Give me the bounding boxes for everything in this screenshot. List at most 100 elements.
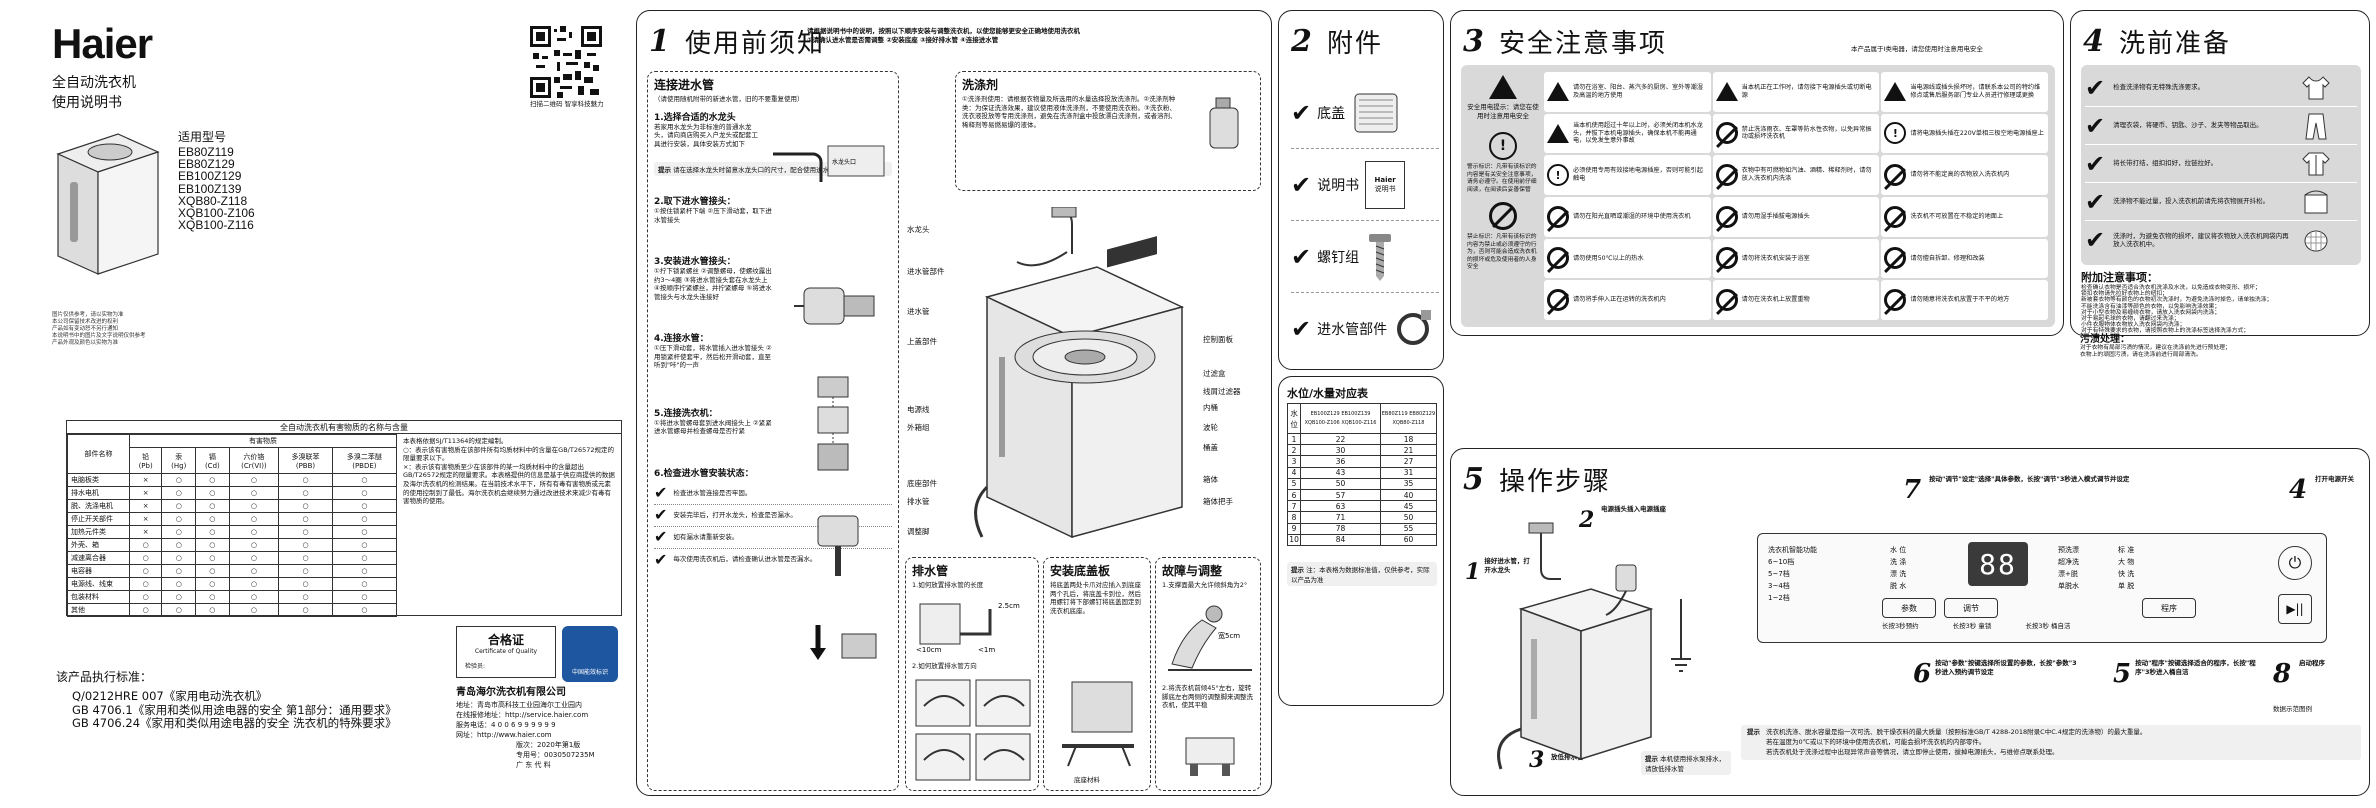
hazard-mark: ○ — [195, 486, 230, 500]
safety-text: 请勿在洗衣机上放置重物 — [1741, 296, 1810, 304]
extra-notes-title: 附加注意事项： — [2081, 271, 2158, 284]
water-cell: 63 — [1300, 500, 1381, 513]
panel-label: 6~10档 — [1768, 558, 1795, 566]
safety-text: 当电源线或插头损坏时，请联系本公司的特约维修点或售后服务部门专业人员进行修理或更… — [1910, 84, 2041, 99]
step-2: 2.取下进水管接头： ①按住锁紧杆下端 ②压下滑动套，取下进水管接头 — [648, 176, 898, 325]
panel-label: 单脱水 — [2058, 582, 2079, 590]
safety-text: 请勿在浴室、阳台、蒸汽多的厨房、室外等潮湿及高温的地方使用 — [1573, 84, 1703, 99]
hazard-part: 脱、洗涤电机 — [67, 499, 130, 513]
hazard-row: 排水电机×○○○○○ — [67, 486, 398, 500]
model-item: EB80Z119 — [178, 145, 234, 159]
standards-label: 该产品执行标准： — [56, 670, 153, 684]
hazard-mark: × — [128, 486, 163, 500]
hazard-mark: ○ — [331, 486, 398, 500]
extra-notes: 附加注意事项： 检查确认衣物是否适合洗衣机洗涤及水洗，以免造成衣物变形、损坏；锁… — [2081, 269, 2363, 335]
section-3-title: 3 安全注意事项 — [1463, 23, 1667, 60]
section-1-intro: 请根据说明书中的说明，按照以下顺序安装与调整洗衣机，以使您能够更安全正确地使用洗… — [807, 27, 1247, 44]
stain-item: 衣物上的顽固污渍，请在洗涤前进行局部清洗。 — [2080, 351, 2202, 358]
tip-item: 若在温度为0℃或以下的环境中使用洗衣机，可能会损坏洗衣机的内部零件。 — [1766, 737, 1986, 746]
param-button[interactable]: 参数 — [1882, 598, 1936, 618]
adjust-button[interactable]: 调节 — [1944, 598, 1998, 618]
hazard-part: 其他 — [67, 603, 130, 617]
model-item: XQB80-Z118 — [178, 193, 248, 208]
hazard-mark: ○ — [161, 603, 197, 617]
part-label: 水龙头 — [907, 225, 930, 234]
prohibited-icon — [1547, 205, 1569, 228]
warning-triangle-icon — [1489, 75, 1517, 99]
part-label: 排水管 — [907, 497, 930, 506]
shirt-icon — [2302, 75, 2330, 99]
panel-label: 5~7档 — [1768, 570, 1790, 578]
stain-list: 对于衣物有局部污渍的情况，建议在洗涤前先进行预处理；衣物上的顽固污渍，请在洗涤前… — [2080, 345, 2362, 359]
cover-plate-text: 将底盖两处卡爪对应插入到底座两个孔后，将底盖卡到位，然后用螺钉将下部螺钉将底盖固… — [1050, 581, 1141, 615]
hazard-part: 电容器 — [67, 564, 130, 578]
hazard-mark: ○ — [195, 473, 230, 487]
hazard-note: 本表格依据SJ/T11364的规定编制。 — [403, 437, 508, 445]
fine-print-line: 本说明书中的图片及文字说明仅供参考 — [52, 333, 146, 339]
extra-note-item: 不能洗涤含有油漆等颜色的衣物，以免影响洗涤效果； — [2081, 303, 2221, 310]
brand-logo: Haier — [52, 20, 153, 67]
safety-cell: 禁止洗涤雨衣、车罩等防水性衣物，以免异常振动或损坏洗衣机 — [1712, 113, 1880, 154]
accessory-label: 说明书 — [1317, 177, 1360, 194]
hazard-mark: ○ — [331, 512, 398, 526]
hazard-row: 脱、洗涤电机×○○○○○ — [67, 499, 398, 513]
drain-tip: 提示 本机使用排水泵排水，请放低排水管 — [1641, 751, 1731, 775]
qr-code[interactable] — [530, 26, 602, 98]
water-table-title: 水位/水量对应表 — [1287, 387, 1369, 400]
panel-label: 标 准 — [2118, 546, 2135, 554]
water-table-note: 提示 注：本表格为数据标准值，仅供参考，实际以产品为准 — [1287, 561, 1437, 586]
part-label: 波轮 — [1203, 423, 1218, 432]
safety-cell: 当本机使用超过十年以上时，必须关闭本机水龙头，并拔下本机电源插头，确保本机不能再… — [1544, 113, 1711, 154]
hazard-mark: ○ — [161, 512, 197, 526]
hazard-mark: ○ — [161, 551, 197, 565]
power-button[interactable]: ⏻ — [2278, 546, 2312, 580]
panel-right-labels-2: 标 准 大 物 快 洗 单 脱 — [2118, 544, 2134, 592]
hazard-mark: ○ — [278, 486, 333, 500]
panel-sublabel: 长按3秒 童锁 — [1952, 622, 1992, 630]
hazard-table: 部件名称 有害物质 铅(Pb) 汞(Hg) 镉(Cd) 六价铬(Cr(VI)) … — [67, 434, 398, 617]
model-item: EB100Z139 — [178, 181, 242, 196]
section-4-panel: 4 洗前准备 ✔检查洗涤物有无特殊洗涤要求。 ✔清理衣袋，将硬币、钥匙、沙子、发… — [2070, 10, 2370, 336]
hazard-row: 停止开关部件×○○○○○ — [67, 512, 398, 526]
panel-model-note: 数据示范图例 — [2273, 705, 2312, 713]
cert-subtitle: Certificate of Quality — [474, 648, 538, 655]
hazard-mark: ○ — [161, 525, 197, 539]
parts-diagram: 水龙头 进水管部件 进水管 上盖部件 电源线 外箱组 底座部件 排水管 调整脚 … — [907, 197, 1267, 557]
hazard-note: ○：表示该有害物质在该部件所有均质材料中的含量在GB/T26572规定的限量要求… — [403, 445, 615, 463]
hazard-note: ×：表示该有害物质至少在该部件的某一均质材料中的含量超出GB/T26572规定的… — [403, 462, 615, 506]
section-1-title: 1 使用前须知 — [649, 23, 825, 60]
standard-item: GB 4706.24《家用和类似用途电器的安全 洗衣机的特殊要求》 — [72, 716, 397, 730]
prohibited-icon — [1715, 164, 1738, 187]
panel-label: 洗衣机智能功能 — [1768, 546, 1817, 554]
safety-cell: 当电源线或插头损坏时，请联系本公司的特约维修点或售后服务部门专业人员进行修理或更… — [1881, 72, 2048, 112]
substance-header: 多溴二苯醚(PBDE) — [331, 447, 398, 474]
hazard-mark: ○ — [161, 486, 197, 500]
water-cell: 4 — [1286, 466, 1302, 479]
attention-icon: ! — [1884, 122, 1907, 145]
model-list: EB80Z119 EB80Z129 EB100Z129 EB100Z139 XQ… — [178, 145, 255, 232]
hazard-notes: 本表格依据SJ/T11364的规定编制。 ○：表示该有害物质在该部件所有均质材料… — [403, 437, 617, 506]
step-title: 3.安装进水管接头： — [654, 257, 736, 267]
website[interactable]: 网址：http://www.haier.com — [456, 731, 552, 739]
hazard-mark: ○ — [331, 577, 398, 591]
program-button[interactable]: 程序 — [2142, 598, 2196, 618]
hazard-mark: ○ — [195, 525, 230, 539]
hazard-mark: ○ — [228, 551, 280, 565]
intro-line: ①请确认进水管是否需调整 ②安装底座 ③接好排水管 ④连接进水管 — [807, 35, 999, 44]
panel-label: 漂 洗 — [1890, 570, 1907, 578]
manual-title: 使用说明书 — [52, 95, 122, 111]
start-pause-button[interactable]: ▶|| — [2278, 594, 2312, 624]
extra-note-item: 小件衣服物体衣物放入洗衣网袋内洗涤； — [2081, 322, 2186, 329]
power-icon: ⏻ — [2288, 553, 2302, 572]
hazard-mark: ○ — [161, 538, 197, 552]
hazard-mark: ○ — [331, 564, 398, 578]
prep-item: ✔检查洗涤物有无特殊洗涤要求。 — [2085, 69, 2357, 107]
service-url[interactable]: 在线报修地址：http://service.haier.com — [456, 711, 589, 719]
hazard-mark: ○ — [278, 538, 333, 552]
leveling-text: 1.支撑面最大允许倾斜角为2° — [1162, 581, 1248, 589]
safety-text: 请勿将手伸入正在运转的洗衣机内 — [1573, 296, 1666, 304]
